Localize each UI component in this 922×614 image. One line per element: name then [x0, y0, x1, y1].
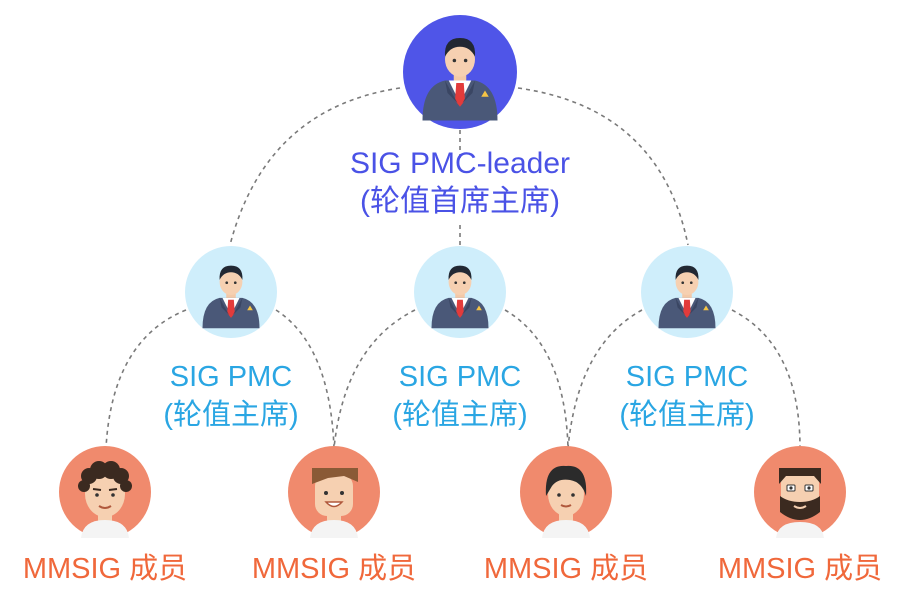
pmc-title: SIG PMC [169, 361, 293, 393]
leader-node [403, 15, 517, 129]
smiling-face-icon [310, 468, 358, 538]
member-node-3 [520, 446, 612, 538]
member-label-4: MMSIG 成员 [717, 553, 883, 585]
pmc-label-3: SIG PMC (轮值主席) [619, 358, 754, 434]
bearded-face-icon [776, 468, 824, 538]
connector-pmc3-member3 [567, 309, 643, 449]
pmc-node-1 [185, 246, 277, 338]
young-face-icon [542, 465, 590, 538]
connector-pmc3-member4 [731, 309, 801, 449]
pmc-title: SIG PMC [398, 361, 522, 393]
pmc-label-1: SIG PMC (轮值主席) [163, 358, 298, 434]
curly-hair-face-icon [78, 461, 132, 538]
member-node-4 [754, 446, 846, 538]
leader-label: SIG PMC-leader (轮值首席主席) [350, 145, 570, 221]
leader-role: (轮值首席主席) [360, 185, 560, 218]
pmc-node-3 [641, 246, 733, 338]
leader-title: SIG PMC-leader [349, 147, 571, 180]
connector-pmc2-member2 [333, 309, 416, 449]
connector-leader-pmc-right [517, 87, 689, 246]
pmc-node-2 [414, 246, 506, 338]
connector-lines [105, 87, 801, 449]
connector-pmc1-member2 [275, 309, 335, 449]
member-node-1 [59, 446, 151, 538]
connector-leader-pmc-left [229, 87, 401, 246]
connector-pmc1-member1 [105, 309, 187, 449]
member-label-1: MMSIG 成员 [22, 553, 188, 585]
member-label-3: MMSIG 成员 [483, 553, 649, 585]
pmc-label-2: SIG PMC (轮值主席) [392, 358, 527, 434]
pmc-role: (轮值主席) [392, 399, 528, 431]
member-label-2: MMSIG 成员 [251, 553, 417, 585]
member-node-2 [288, 446, 380, 538]
pmc-role: (轮值主席) [619, 399, 755, 431]
pmc-title: SIG PMC [625, 361, 749, 393]
pmc-role: (轮值主席) [163, 399, 299, 431]
